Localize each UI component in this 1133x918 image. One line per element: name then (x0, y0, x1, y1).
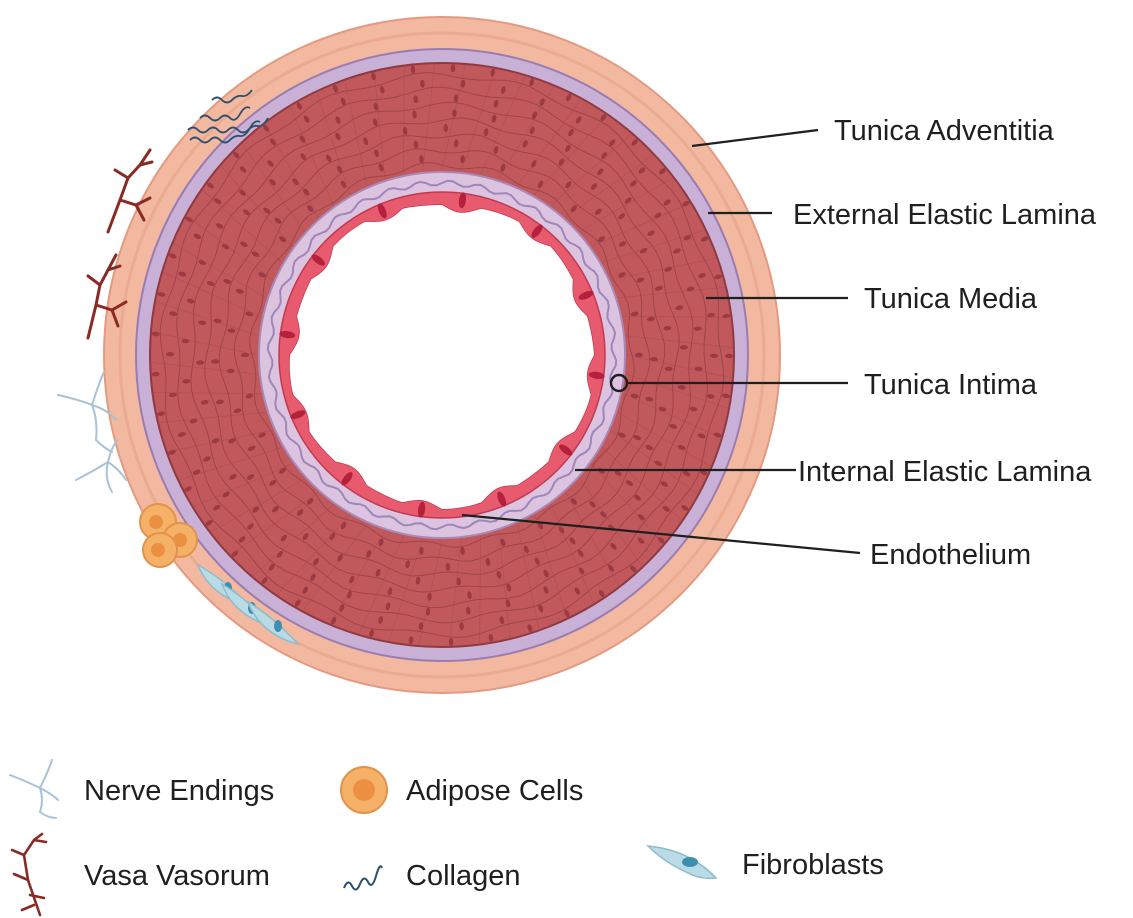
fibroblast-icon (648, 846, 716, 878)
adipose-cell-icon (341, 767, 387, 813)
legend-collagen: Collagen (344, 860, 520, 892)
legend: Nerve Endings Adipose Cells Vasa Vasorum… (10, 760, 884, 915)
label-internal-elastic-lamina: Internal Elastic Lamina (798, 456, 1092, 488)
callout-labels: Tunica Adventitia External Elastic Lamin… (793, 115, 1097, 571)
label-tunica-adventitia: Tunica Adventitia (834, 115, 1055, 147)
legend-label-vasa-vasorum: Vasa Vasorum (84, 860, 270, 892)
label-endothelium: Endothelium (870, 539, 1031, 571)
legend-nerve-endings: Nerve Endings (10, 760, 274, 818)
label-external-elastic-lamina: External Elastic Lamina (793, 199, 1097, 231)
legend-adipose-cells: Adipose Cells (341, 767, 583, 813)
leader-tunica-adventitia (692, 130, 818, 146)
legend-label-nerve-endings: Nerve Endings (84, 775, 274, 807)
collagen-icon (344, 866, 382, 889)
vasa-vasorum-icon (12, 834, 46, 915)
label-tunica-intima: Tunica Intima (864, 369, 1038, 401)
legend-fibroblasts: Fibroblasts (648, 846, 884, 881)
legend-label-fibroblasts: Fibroblasts (742, 849, 884, 881)
label-tunica-media: Tunica Media (864, 283, 1038, 315)
legend-label-adipose-cells: Adipose Cells (406, 775, 583, 807)
nerve-endings-icon (10, 760, 58, 818)
legend-vasa-vasorum: Vasa Vasorum (12, 834, 270, 915)
legend-label-collagen: Collagen (406, 860, 520, 892)
vessel-cross-section (104, 17, 780, 693)
